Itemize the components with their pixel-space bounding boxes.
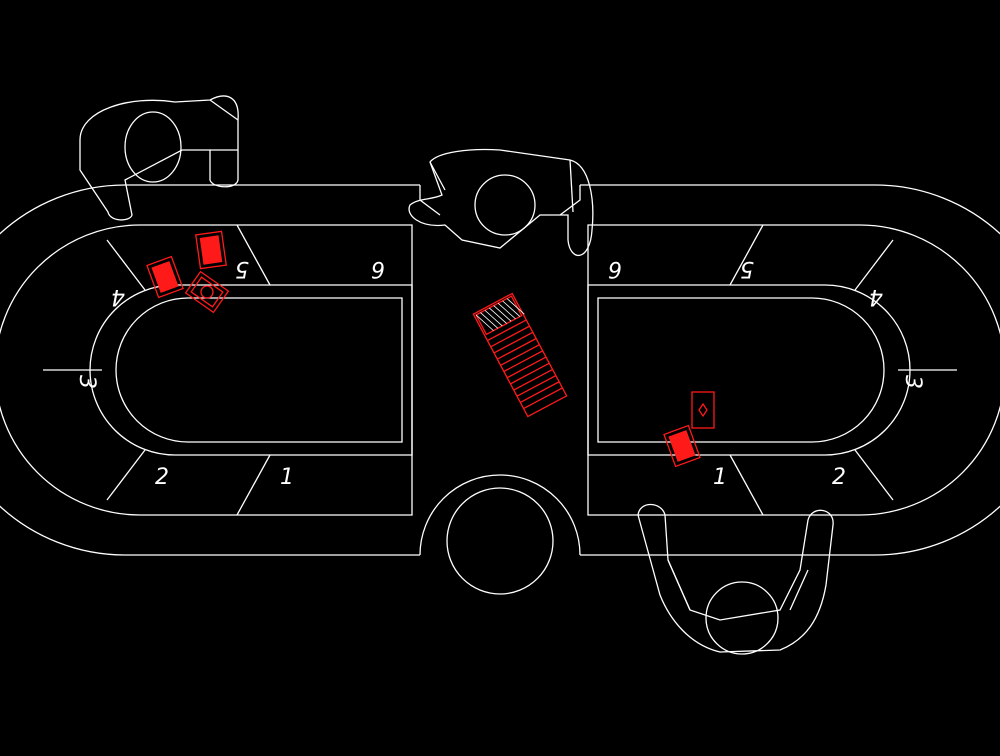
right-seat-1: 1 bbox=[713, 465, 727, 490]
right-seat-6: 6 bbox=[608, 256, 622, 281]
person-icon bbox=[79, 95, 239, 221]
person-icon bbox=[408, 148, 594, 257]
left-seat-3: 3 bbox=[74, 375, 99, 389]
person-icon bbox=[637, 503, 834, 655]
left-seat-1: 1 bbox=[280, 465, 294, 490]
chip-tray-icon bbox=[446, 487, 554, 595]
right-seat-5: 5 bbox=[740, 256, 754, 281]
right-seat-3: 3 bbox=[900, 375, 925, 389]
card-shoe-icon bbox=[472, 292, 568, 418]
playing-card-icon bbox=[184, 270, 230, 314]
playing-card-icon bbox=[146, 255, 184, 299]
table-outline bbox=[0, 184, 1000, 595]
left-seat-6: 6 bbox=[371, 256, 385, 281]
right-seat-2: 2 bbox=[832, 465, 846, 490]
right-table: 1 2 3 4 5 6 bbox=[587, 224, 1000, 516]
playing-card-icon bbox=[195, 230, 227, 270]
left-seat-4: 4 bbox=[111, 284, 125, 309]
playing-card-icon bbox=[663, 424, 701, 468]
left-seat-5: 5 bbox=[235, 256, 249, 281]
right-seat-4: 4 bbox=[869, 284, 883, 309]
left-seat-2: 2 bbox=[155, 465, 169, 490]
left-table: 1 2 3 4 5 6 bbox=[0, 224, 413, 516]
playing-card-icon bbox=[691, 391, 715, 429]
